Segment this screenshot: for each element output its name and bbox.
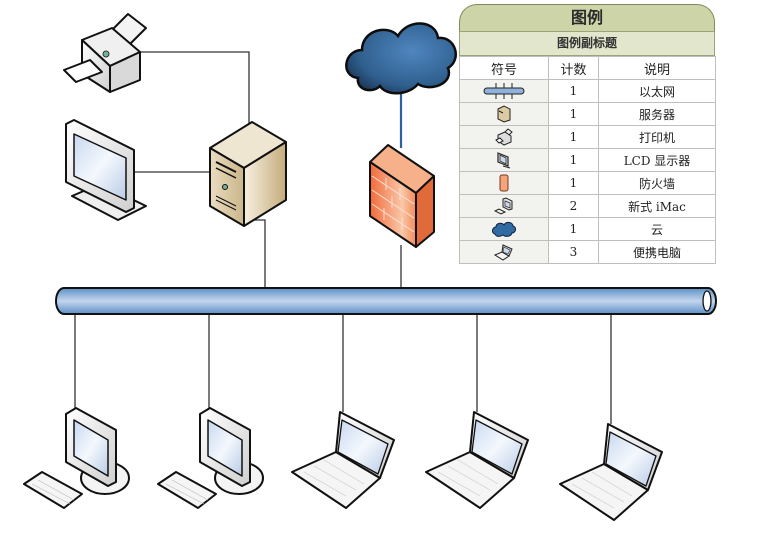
legend-count: 1: [548, 125, 599, 149]
cloud-icon: [345, 22, 457, 95]
legend-table: 符号 计数 说明 1 以太网 1 服务器 1 打印机 1 LCD 显示器 1 防…: [459, 56, 716, 264]
legend-description: 打印机: [598, 125, 716, 149]
legend-count: 3: [548, 240, 599, 264]
legend-row: 1 云: [459, 217, 716, 241]
server-backbone-link: [253, 219, 266, 288]
legend-row: 3 便携电脑: [459, 240, 716, 264]
printer-icon: [495, 128, 513, 146]
legend-description: 新式 iMac: [598, 194, 716, 218]
legend-count: 1: [548, 102, 599, 126]
legend-row: 1 打印机: [459, 125, 716, 149]
legend: 图例 图例副标题 符号 计数 说明 1 以太网 1 服务器 1 打印机 1 LC…: [459, 4, 716, 264]
legend-count: 1: [548, 171, 599, 195]
printer-server-link: [140, 51, 250, 125]
legend-row: 1 以太网: [459, 79, 716, 103]
lcd-monitor-icon: [497, 152, 511, 169]
laptop-icon: [559, 423, 663, 521]
legend-description: 云: [598, 217, 716, 241]
lcd-monitor-icon: [65, 119, 147, 221]
legend-title: 图例: [459, 4, 715, 31]
legend-row: 1 防火墙: [459, 171, 716, 195]
server-icon: [209, 121, 287, 227]
legend-header-description: 说明: [598, 56, 716, 80]
imac-icon: [494, 197, 513, 215]
printer-icon: [63, 13, 147, 93]
legend-header-count: 计数: [548, 56, 599, 80]
server-icon: [497, 105, 511, 123]
laptop-icon: [291, 411, 395, 509]
legend-count: 2: [548, 194, 599, 218]
legend-subtitle: 图例副标题: [459, 31, 715, 56]
legend-description: 防火墙: [598, 171, 716, 195]
legend-count: 1: [548, 217, 599, 241]
legend-row: 1 服务器: [459, 102, 716, 126]
legend-count: 1: [548, 148, 599, 172]
legend-row: 2 新式 iMac: [459, 194, 716, 218]
cloud-icon: [492, 222, 516, 237]
ethernet-icon: [483, 83, 525, 99]
legend-description: 便携电脑: [598, 240, 716, 264]
legend-description: 以太网: [598, 79, 716, 103]
firewall-icon: [499, 174, 509, 192]
connections: [74, 51, 612, 424]
ethernet-backbone: [55, 287, 717, 315]
laptop-icon: [425, 411, 529, 509]
legend-count: 1: [548, 79, 599, 103]
legend-description: 服务器: [598, 102, 716, 126]
firewall-icon: [369, 144, 435, 248]
legend-description: LCD 显示器: [598, 148, 716, 172]
laptop-icon: [494, 244, 513, 261]
legend-header-row: 符号 计数 说明: [459, 56, 716, 80]
imac-icon: [157, 407, 264, 509]
legend-header-symbol: 符号: [459, 56, 549, 80]
legend-row: 1 LCD 显示器: [459, 148, 716, 172]
imac-icon: [23, 407, 130, 509]
